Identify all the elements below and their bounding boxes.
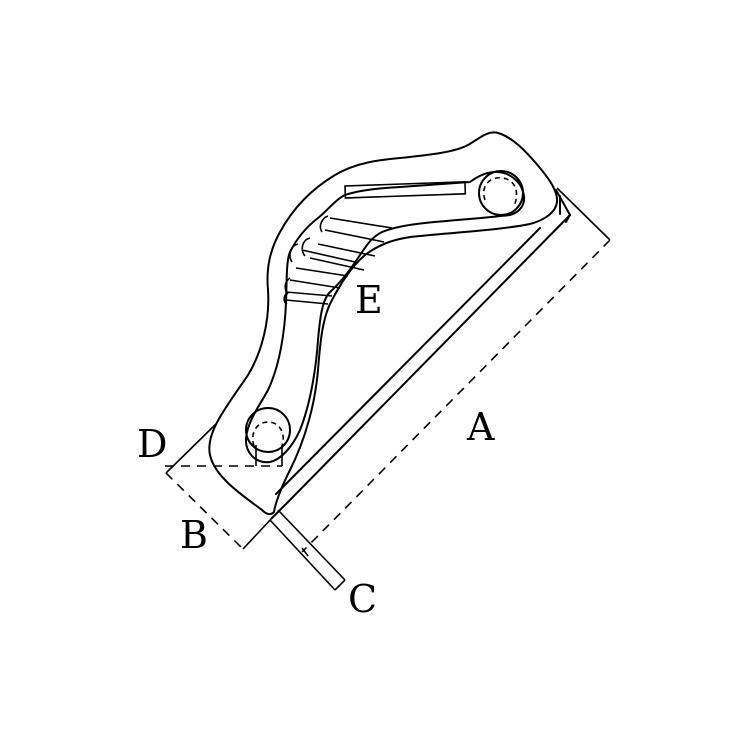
label-a: A [466, 405, 495, 449]
dimension-lines [165, 187, 611, 591]
lower-pin [245, 407, 291, 466]
label-c: C [348, 577, 377, 621]
label-b: B [180, 513, 208, 557]
upper-pin [478, 170, 524, 216]
label-d: D [137, 422, 167, 466]
label-e: E [355, 278, 383, 322]
cleat-body-outline [208, 131, 559, 516]
base-plate [271, 189, 571, 519]
